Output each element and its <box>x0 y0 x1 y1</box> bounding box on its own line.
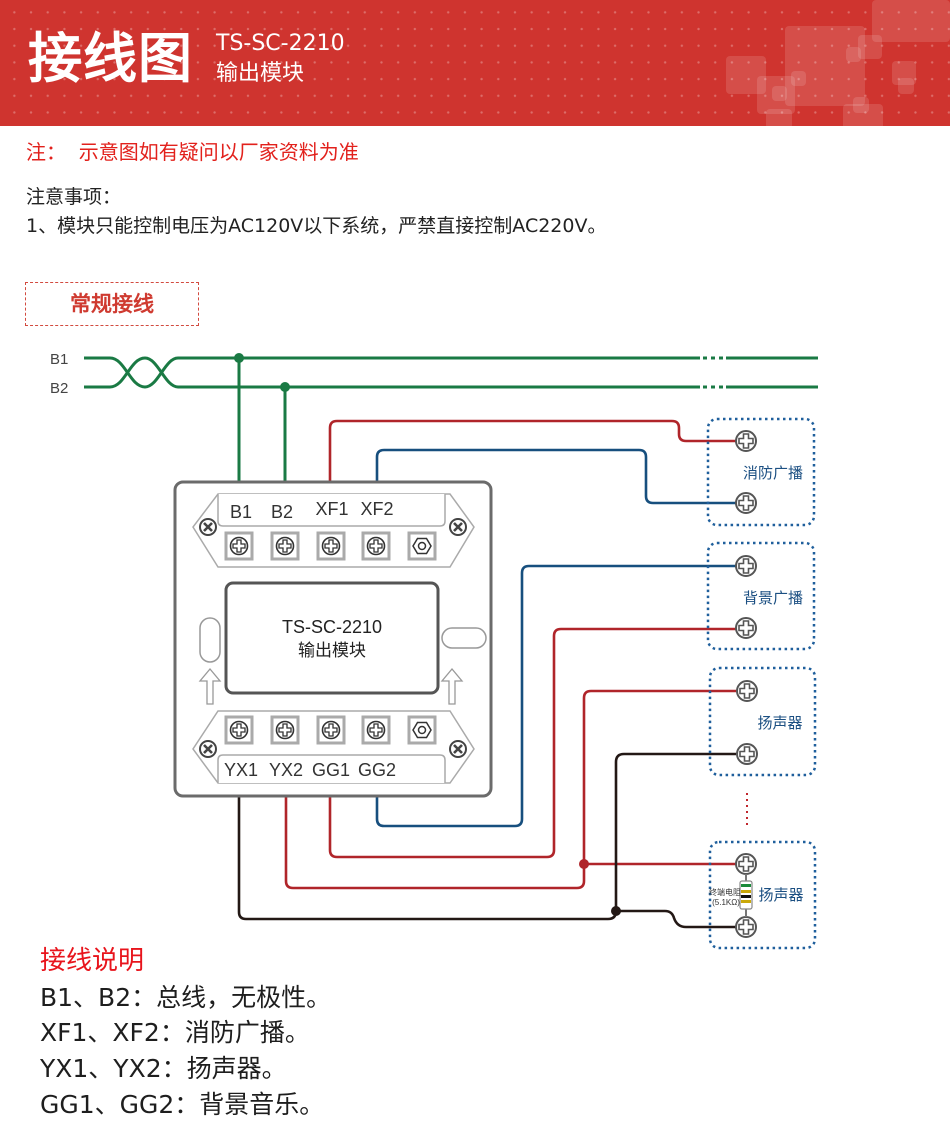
device-label: 扬声器 <box>757 714 802 732</box>
bus-label-b2: B2 <box>50 380 68 397</box>
resistor-label: 终端电阻 <box>709 887 741 897</box>
banner-decoration <box>853 97 869 113</box>
note-prefix: 注： <box>26 140 66 164</box>
arrow-up-icon <box>198 667 222 705</box>
wire-yx1-branch <box>616 909 736 929</box>
terminal-label-yx2: YX2 <box>269 760 303 780</box>
speaker-junction-black <box>611 906 621 916</box>
device-label: 背景广播 <box>743 590 803 607</box>
banner-decoration <box>757 76 795 114</box>
page-title: 接线图 <box>28 27 193 90</box>
legend-item: B1、B2：总线，无极性。 <box>40 983 332 1012</box>
banner-decoration <box>892 61 916 85</box>
device-background-broadcast: 背景广播 <box>706 541 816 651</box>
legend-title: 接线说明 <box>40 946 145 976</box>
banner-decoration <box>791 71 806 86</box>
device-fire-broadcast: 消防广播 <box>706 417 816 527</box>
banner-decoration <box>766 109 792 126</box>
banner-decoration <box>726 56 766 94</box>
banner-decoration <box>858 35 882 59</box>
terminal-screw-gg2 <box>361 715 391 745</box>
banner-decoration <box>898 78 914 94</box>
wire-gg2 <box>375 564 736 828</box>
module-name: 输出模块 <box>216 61 305 86</box>
banner-decoration <box>846 47 861 62</box>
terminal-screw-yx1 <box>224 715 254 745</box>
bus-wires <box>84 356 818 482</box>
section-tag: 常规接线 <box>25 282 199 326</box>
speaker-junction-red <box>579 859 589 869</box>
model-number: TS-SC-2210 <box>216 31 345 56</box>
disclaimer-note: 注： 示意图如有疑问以厂家资料为准 <box>26 138 359 166</box>
legend-item: YX1、YX2：扬声器。 <box>40 1054 287 1083</box>
terminal-screw-gg1 <box>316 715 346 745</box>
device-label: 扬声器 <box>758 886 803 904</box>
terminal-label-xf1: XF1 <box>315 499 348 519</box>
legend-item: XF1、XF2：消防广播。 <box>40 1018 310 1047</box>
section-label: 常规接线 <box>70 292 154 316</box>
terminal-screw-b1 <box>224 531 254 561</box>
banner-decoration <box>872 0 950 42</box>
terminal-screw-b2 <box>270 531 300 561</box>
wire-yx2 <box>284 689 736 890</box>
device-label: 消防广播 <box>743 465 803 482</box>
terminal-label-gg1: GG1 <box>312 760 350 780</box>
arrow-up-icon <box>440 667 464 705</box>
module-model-label: TS-SC-2210 <box>282 617 382 637</box>
device-speaker-end: 终端电阻 (5.1KΩ) 扬声器 <box>708 840 817 950</box>
header-banner: 接线图 TS-SC-2210 输出模块 <box>0 0 950 126</box>
caution-title: 注意事项： <box>26 186 122 208</box>
bus-junction-b2 <box>280 382 290 392</box>
output-module: B1 B2 XF1 XF2 TS-SC-2210 输出模块 YX1 YX2 GG… <box>173 480 493 798</box>
terminal-label-b1: B1 <box>230 502 252 522</box>
bus-junction-b1 <box>234 353 244 363</box>
note-text: 示意图如有疑问以厂家资料为准 <box>78 140 359 164</box>
legend-item: GG1、GG2：背景音乐。 <box>40 1090 325 1119</box>
banner-decoration <box>843 104 883 126</box>
terminal-label-gg2: GG2 <box>358 760 396 780</box>
mounting-slot-right <box>441 627 487 649</box>
terminal-label-yx1: YX1 <box>224 760 258 780</box>
continuation-dots <box>746 793 748 825</box>
wire-gg1 <box>328 627 736 859</box>
terminal-screw-xf1 <box>316 531 346 561</box>
terminal-screw-yx2 <box>270 715 300 745</box>
hex-nut-icon <box>407 715 437 745</box>
resistor-value: (5.1KΩ) <box>712 898 740 907</box>
bus-label-b1: B1 <box>50 351 68 368</box>
caution-item: 1、模块只能控制电压为AC120V以下系统，严禁直接控制AC220V。 <box>26 215 607 237</box>
banner-decoration <box>772 86 787 101</box>
device-speaker-1: 扬声器 <box>708 666 817 777</box>
mounting-slot-left <box>199 617 221 663</box>
banner-decoration <box>785 26 865 106</box>
wiring-diagram: B1 B2 B1 B2 XF1 XF2 <box>50 351 818 950</box>
wire-xf2 <box>375 448 736 505</box>
hex-nut-icon <box>407 531 437 561</box>
resistor-icon <box>739 874 753 917</box>
terminal-label-b2: B2 <box>271 502 293 522</box>
terminal-label-xf2: XF2 <box>360 499 393 519</box>
module-name-label: 输出模块 <box>298 641 366 660</box>
wire-xf1 <box>328 419 736 482</box>
terminal-screw-xf2 <box>361 531 391 561</box>
